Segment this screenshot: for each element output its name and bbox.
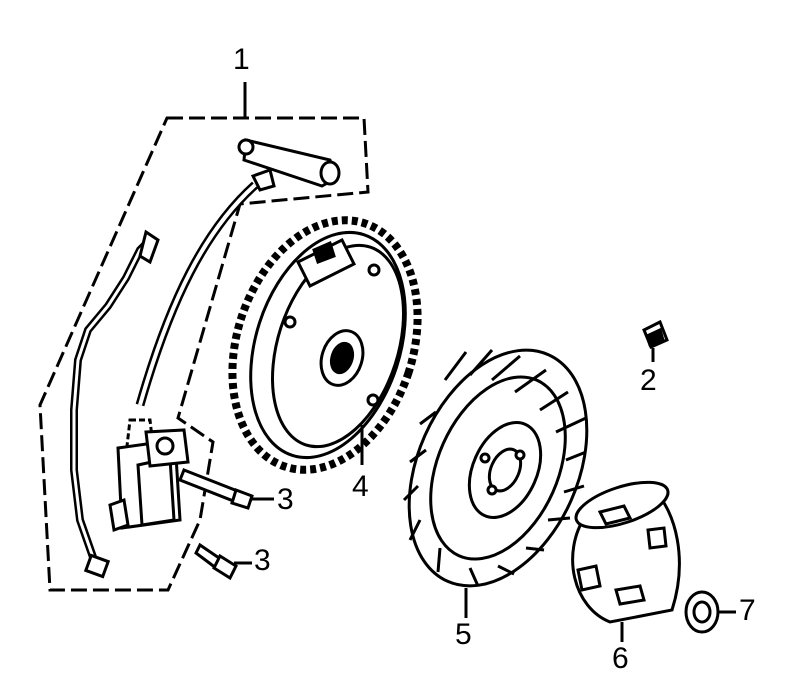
cooling-fan-drawing <box>402 348 589 588</box>
plug-cap-boot-drawing <box>237 138 341 192</box>
ignition-coil-drawing <box>108 418 190 533</box>
assembly-group-outline <box>38 116 370 592</box>
callout-cooling-fan[interactable]: 5 <box>455 618 472 651</box>
flywheel-nut-drawing <box>684 590 720 634</box>
callout-flywheel-nut[interactable]: 7 <box>739 594 756 627</box>
bolt-upper-drawing <box>178 468 254 510</box>
callout-spark-plug-cap[interactable]: 2 <box>640 364 657 397</box>
flywheel-drawing <box>228 216 422 474</box>
high-tension-lead-drawing <box>135 181 259 407</box>
callout-ignition-coil-assembly[interactable]: 1 <box>233 43 250 76</box>
callout-flywheel[interactable]: 4 <box>352 470 369 503</box>
ground-wire-drawing <box>70 229 160 579</box>
callout-coil-bolt-upper[interactable]: 3 <box>277 483 294 516</box>
starter-cup-drawing <box>571 480 681 624</box>
bolt-lower-drawing <box>194 542 238 581</box>
callout-starter-cup[interactable]: 6 <box>612 642 629 675</box>
spark-plug-cap-drawing <box>642 319 669 349</box>
callout-coil-bolt-lower[interactable]: 3 <box>254 544 271 577</box>
